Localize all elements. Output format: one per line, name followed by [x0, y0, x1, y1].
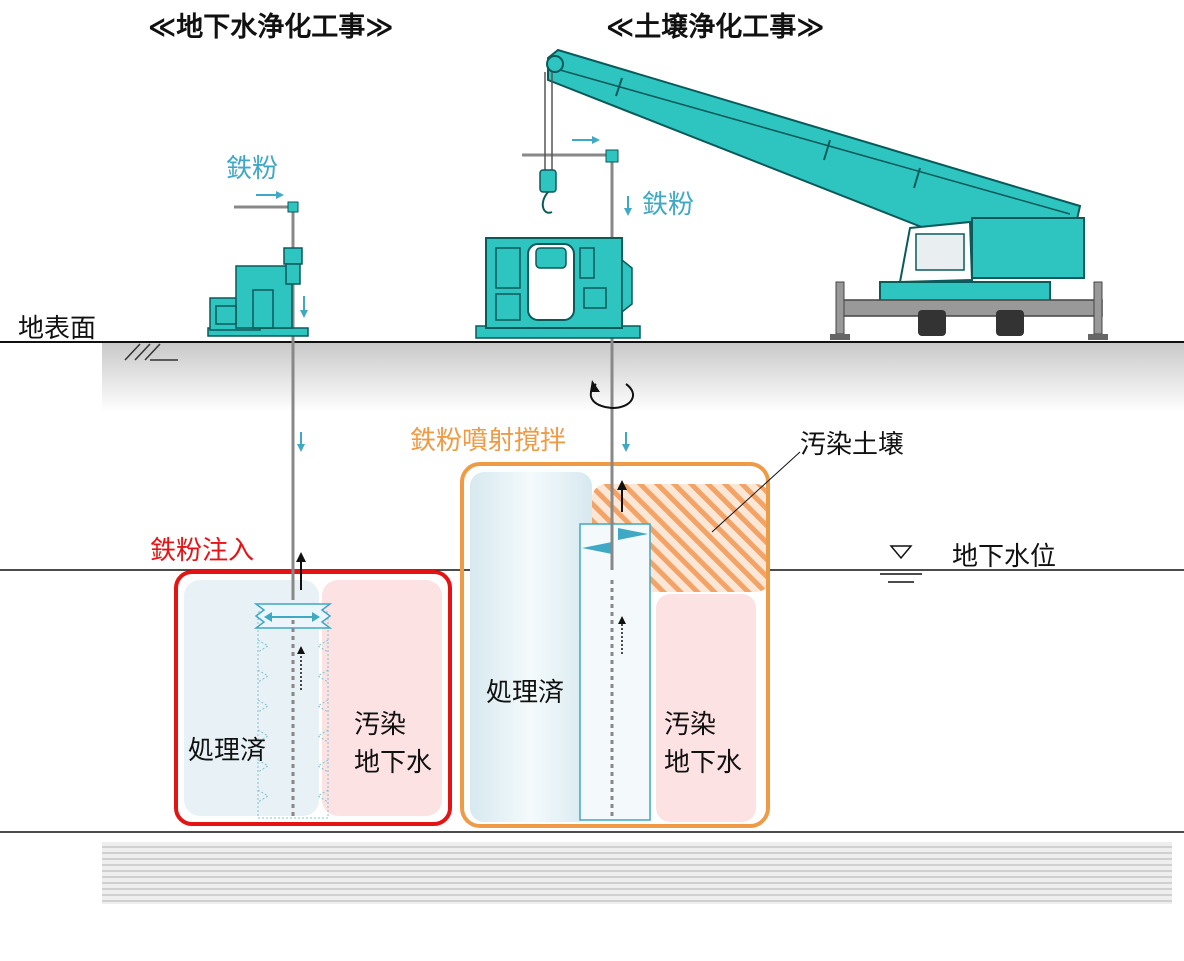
crane-icon	[539, 48, 1108, 340]
iron-powder-right-label: 鉄粉	[642, 190, 695, 220]
iron-injection-label: 鉄粉注入	[150, 536, 255, 566]
iron-jet-mixing-label: 鉄粉噴射撹拌	[410, 426, 567, 456]
groundwater-level-label: 地下水位	[952, 542, 1057, 572]
contaminated-soil-label: 汚染土壌	[800, 430, 905, 460]
mixing-frame	[460, 462, 770, 828]
mixing-zone	[460, 462, 770, 828]
right-rod	[522, 136, 634, 570]
treated-left-label: 処理済	[188, 736, 267, 766]
title-groundwater: ≪地下水浄化工事≫	[148, 12, 394, 43]
iron-powder-left-label: 鉄粉	[226, 154, 279, 184]
mixing-machine-icon	[475, 237, 641, 339]
ground-hatch-icon	[124, 343, 178, 361]
ground-surface-label: 地表面	[18, 314, 97, 344]
contaminated-soil-leader	[711, 451, 801, 533]
title-soil: ≪土壌浄化工事≫	[606, 12, 825, 43]
treated-right-label: 処理済	[486, 678, 565, 708]
impermeable-layer	[102, 842, 1172, 904]
contaminated-left-label-1: 汚染	[354, 710, 407, 740]
contaminated-right-label-1: 汚染	[664, 710, 717, 740]
water-level-icon	[880, 545, 922, 583]
contaminated-right-label-2: 地下水	[664, 748, 743, 778]
injection-frame	[174, 570, 452, 826]
mixing-column	[579, 523, 651, 821]
injection-zone	[174, 552, 452, 826]
contaminated-left-label-2: 地下水	[354, 748, 433, 778]
injection-machine-icon	[207, 247, 309, 337]
rotation-icon	[589, 383, 634, 410]
ground-layer	[0, 341, 1184, 412]
